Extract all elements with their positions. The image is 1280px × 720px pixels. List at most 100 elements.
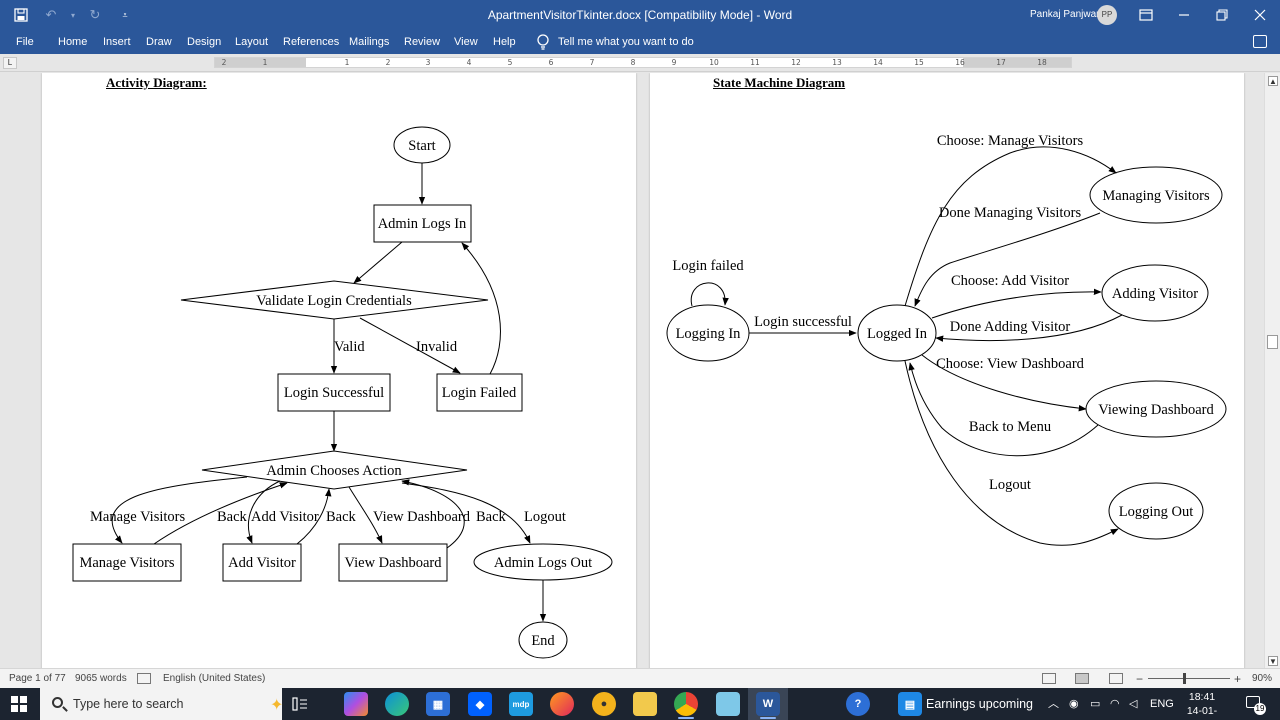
firefox-icon[interactable] bbox=[550, 692, 574, 716]
page-left[interactable]: Activity Diagram: Start Admin Logs In Va… bbox=[42, 73, 636, 668]
ribbon-display-options-icon[interactable] bbox=[1128, 0, 1164, 30]
notepad-icon[interactable] bbox=[716, 692, 740, 716]
wifi-icon[interactable]: ◠ bbox=[1110, 698, 1120, 710]
help-icon[interactable]: ? bbox=[846, 692, 870, 716]
state-adding-visitor-label: Adding Visitor bbox=[1112, 286, 1198, 302]
page-right[interactable]: State Machine Diagram Logging In Logged … bbox=[650, 73, 1244, 668]
dropbox-icon[interactable]: ◆ bbox=[468, 692, 492, 716]
document-area[interactable]: Activity Diagram: Start Admin Logs In Va… bbox=[0, 73, 1264, 668]
edge-label-view-dashboard: View Dashboard bbox=[373, 509, 471, 525]
manage-visitors-node bbox=[72, 543, 182, 582]
tab-design[interactable]: Design bbox=[187, 36, 222, 48]
language-indicator[interactable]: English (United States) bbox=[163, 673, 266, 684]
show-hidden-icons[interactable]: ︿ bbox=[1048, 698, 1059, 710]
scroll-thumb[interactable] bbox=[1267, 335, 1278, 349]
tab-file[interactable]: File bbox=[16, 36, 34, 48]
word-icon[interactable]: W bbox=[756, 692, 780, 716]
state-managing-visitors bbox=[1089, 166, 1223, 224]
customize-qat-icon[interactable]: ⩡ bbox=[122, 9, 128, 20]
state-managing-visitors-label: Managing Visitors bbox=[1102, 188, 1210, 204]
close-icon[interactable] bbox=[1242, 0, 1278, 30]
login-failed-label: Login Failed bbox=[442, 385, 517, 401]
chrome-canary-icon[interactable]: ● bbox=[592, 692, 616, 716]
word-count[interactable]: 9065 words bbox=[75, 673, 127, 684]
chrome-icon[interactable] bbox=[674, 692, 698, 716]
tab-help[interactable]: Help bbox=[493, 36, 516, 48]
task-view-icon[interactable] bbox=[288, 692, 312, 716]
edge-label-valid: Valid bbox=[334, 339, 365, 355]
restore-icon[interactable] bbox=[1204, 0, 1240, 30]
tab-insert[interactable]: Insert bbox=[103, 36, 131, 48]
weather-widget-text[interactable]: Earnings upcoming bbox=[926, 697, 1034, 711]
state-logged-in bbox=[857, 304, 937, 362]
state-logging-out-label: Logging Out bbox=[1119, 504, 1194, 520]
save-icon[interactable] bbox=[8, 2, 34, 28]
edge-label-logout: Logout bbox=[524, 509, 566, 525]
store-icon[interactable]: ▦ bbox=[426, 692, 450, 716]
read-mode-icon[interactable] bbox=[1042, 673, 1056, 684]
battery-icon[interactable]: ▭ bbox=[1090, 698, 1101, 710]
avatar[interactable]: PP bbox=[1097, 5, 1117, 25]
tab-references[interactable]: References bbox=[283, 36, 340, 48]
label-done-managing: Done Managing Visitors bbox=[939, 205, 1082, 221]
label-logout: Logout bbox=[989, 477, 1031, 493]
notification-center-icon[interactable] bbox=[1246, 696, 1260, 708]
tab-view[interactable]: View bbox=[454, 36, 478, 48]
edge-login-validate bbox=[353, 241, 403, 284]
activity-diagram-heading: Activity Diagram: bbox=[106, 75, 207, 90]
state-logged-in-label: Logged In bbox=[867, 326, 928, 342]
tab-draw[interactable]: Draw bbox=[146, 36, 172, 48]
comments-icon[interactable] bbox=[1253, 35, 1267, 48]
tab-review[interactable]: Review bbox=[404, 36, 441, 48]
undo-icon[interactable]: ↶ bbox=[45, 7, 57, 22]
scroll-down-icon[interactable]: ▼ bbox=[1268, 656, 1278, 666]
admin-logs-out-label: Admin Logs Out bbox=[494, 555, 592, 571]
undo-dropdown-icon[interactable]: ▾ bbox=[70, 10, 75, 20]
copilot-icon[interactable] bbox=[344, 692, 368, 716]
zoom-in-button[interactable]: + bbox=[1234, 672, 1242, 686]
scroll-up-icon[interactable]: ▲ bbox=[1268, 76, 1278, 86]
zoom-slider[interactable] bbox=[1148, 678, 1230, 679]
title-bar: ↶ ▾ ↻ ⩡ ApartmentVisitorTkinter.docx [Co… bbox=[0, 0, 1280, 30]
web-layout-icon[interactable] bbox=[1109, 673, 1123, 684]
horizontal-ruler[interactable]: 2 1 1 2 3 4 5 6 7 8 9 10 11 12 13 14 15 … bbox=[214, 57, 1072, 68]
tab-layout[interactable]: Layout bbox=[235, 36, 269, 48]
zoom-slider-thumb[interactable] bbox=[1183, 673, 1186, 684]
zoom-out-button[interactable]: − bbox=[1136, 672, 1144, 686]
ruler-left-margin bbox=[215, 58, 306, 67]
redo-icon[interactable]: ↻ bbox=[89, 7, 101, 22]
ruler-tick: 11 bbox=[750, 58, 760, 67]
input-language[interactable]: ENG bbox=[1150, 698, 1174, 710]
label-done-adding: Done Adding Visitor bbox=[950, 319, 1071, 335]
tab-selector[interactable]: L bbox=[3, 57, 17, 69]
taskbar-search[interactable]: Type here to search ✦ bbox=[40, 688, 283, 720]
status-bar: Page 1 of 77 9065 words English (United … bbox=[0, 668, 1280, 688]
zoom-level[interactable]: 90% bbox=[1252, 673, 1273, 684]
minimize-icon[interactable] bbox=[1166, 0, 1202, 30]
page-count[interactable]: Page 1 of 77 bbox=[9, 673, 66, 684]
add-visitor-node bbox=[222, 543, 302, 582]
edge-icon[interactable] bbox=[385, 692, 409, 716]
file-explorer-icon[interactable] bbox=[633, 692, 657, 716]
proofing-icon[interactable] bbox=[137, 673, 151, 684]
add-visitor-label: Add Visitor bbox=[228, 555, 296, 571]
windows-start-icon[interactable] bbox=[11, 696, 27, 712]
state-adding-visitor bbox=[1101, 264, 1209, 322]
label-login-successful: Login successful bbox=[754, 314, 852, 330]
tell-me-search[interactable]: Tell me what you want to do bbox=[558, 36, 694, 48]
stocks-widget-icon[interactable]: ▤ bbox=[898, 692, 922, 716]
vertical-scrollbar[interactable]: ▲ ▼ bbox=[1264, 73, 1280, 668]
tab-home[interactable]: Home bbox=[58, 36, 88, 48]
user-name[interactable]: Pankaj Panjwani bbox=[1030, 9, 1104, 20]
tab-mailings[interactable]: Mailings bbox=[349, 36, 390, 48]
ruler-tick: 16 bbox=[955, 58, 965, 67]
print-layout-icon[interactable] bbox=[1075, 673, 1089, 684]
mydp-icon[interactable]: mdp bbox=[509, 692, 533, 716]
lightbulb-icon bbox=[537, 34, 549, 50]
volume-icon[interactable]: ◁ bbox=[1129, 698, 1138, 710]
clock[interactable]: 18:41 14-01-2025 bbox=[1177, 690, 1227, 720]
label-choose-view: Choose: View Dashboard bbox=[936, 356, 1085, 372]
meet-now-icon[interactable]: ◉ bbox=[1069, 698, 1079, 710]
quick-access-toolbar: ↶ ▾ ↻ ⩡ bbox=[8, 0, 138, 30]
document-title: ApartmentVisitorTkinter.docx [Compatibil… bbox=[487, 8, 793, 22]
